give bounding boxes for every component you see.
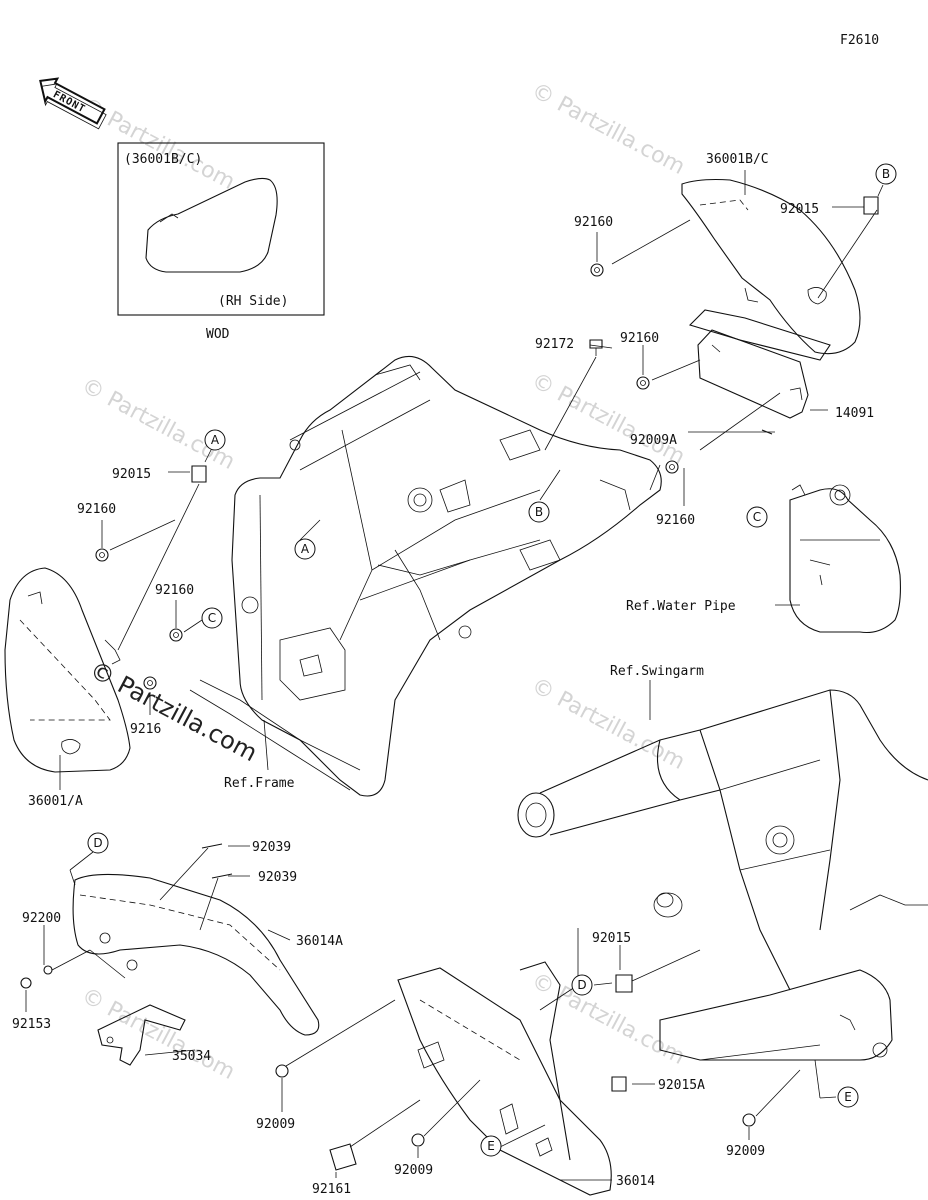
inset-caption: WOD — [206, 327, 230, 342]
label-36001bc: 36001B/C — [706, 152, 769, 167]
callout-a-text: A — [211, 433, 220, 447]
diagram-code: F2610 — [840, 33, 879, 48]
callout-a-top: A — [204, 429, 226, 451]
label-36001a: 36001/A — [28, 794, 83, 809]
label-36014: 36014 — [616, 1174, 655, 1189]
callout-d-text: D — [93, 836, 102, 850]
label-92160: 92160 — [656, 513, 695, 528]
swingarm-ref — [517, 689, 928, 1061]
callout-c-left: C — [201, 607, 223, 629]
side-cover-36001bc — [681, 178, 861, 355]
water-pipe-ref — [789, 484, 901, 634]
label-92160: 92160 — [620, 331, 659, 346]
label-36014a: 36014A — [296, 934, 343, 949]
label-35034: 35034 — [172, 1049, 211, 1064]
inset-part-label: (36001B/C) — [124, 152, 202, 167]
callout-c-text: C — [753, 510, 761, 524]
watermark: © Partzilla.com — [77, 373, 239, 475]
label-14091: 14091 — [835, 406, 874, 421]
inset-side-label: (RH Side) — [218, 294, 288, 309]
watermark-bold: © Partzilla.com — [85, 656, 262, 768]
label-92039: 92039 — [252, 840, 291, 855]
bracket-35034 — [97, 1004, 186, 1066]
label-92009: 92009 — [256, 1117, 295, 1132]
label-92009: 92009 — [394, 1163, 433, 1178]
chain-guard-36014a — [72, 873, 320, 1036]
callout-d-top: D — [87, 832, 109, 854]
callout-d-bottom: D — [571, 974, 593, 996]
label-9216-partial: 9216 — [130, 722, 161, 737]
frame-ref — [189, 355, 662, 797]
leader-lines — [25, 170, 884, 1181]
label-92161: 92161 — [312, 1182, 351, 1197]
callout-c-right: C — [746, 506, 768, 528]
label-92200: 92200 — [22, 911, 61, 926]
label-92153: 92153 — [12, 1017, 51, 1032]
watermark: © Partzilla.com — [77, 983, 239, 1085]
label-ref-frame: Ref.Frame — [224, 776, 295, 791]
label-92160: 92160 — [574, 215, 613, 230]
label-92172: 92172 — [535, 337, 574, 352]
callout-d-text: D — [577, 978, 586, 992]
watermark: © Partzilla.com — [527, 78, 689, 180]
callout-e-text: E — [844, 1090, 852, 1104]
callout-b-text: B — [882, 167, 890, 181]
callout-c-text: C — [208, 611, 216, 625]
label-92015-a: 92015 — [112, 467, 151, 482]
callout-b-text: B — [535, 505, 543, 519]
callout-a-frame: A — [294, 538, 316, 560]
side-cover-36001a — [4, 567, 131, 773]
label-92015-b: 92015 — [780, 202, 819, 217]
watermark: © Partzilla.com — [527, 368, 689, 470]
label-92160: 92160 — [155, 583, 194, 598]
callout-e-text: E — [487, 1139, 495, 1153]
label-92009: 92009 — [726, 1144, 765, 1159]
callout-e-left: E — [480, 1135, 502, 1157]
watermark: © Partzilla.com — [527, 673, 689, 775]
label-92160: 92160 — [77, 502, 116, 517]
inset-box: (36001B/C) (RH Side) WOD — [117, 142, 325, 342]
callout-e-right: E — [837, 1086, 859, 1108]
label-ref-swingarm: Ref.Swingarm — [610, 664, 704, 679]
callout-b-frame: B — [528, 501, 550, 523]
callouts: B B A A C C D D E E — [87, 163, 897, 1157]
guard-36014 — [397, 961, 612, 1196]
bracket-14091 — [688, 309, 831, 419]
label-92039: 92039 — [258, 870, 297, 885]
label-ref-water-pipe: Ref.Water Pipe — [626, 599, 736, 614]
label-92015-d: 92015 — [592, 931, 631, 946]
label-92015a: 92015A — [658, 1078, 705, 1093]
label-92009a: 92009A — [630, 433, 677, 448]
part-labels: 36001B/C 92015 92160 92172 92160 92009A … — [12, 152, 874, 1197]
callout-b-top: B — [875, 163, 897, 185]
callout-a-text: A — [301, 542, 310, 556]
